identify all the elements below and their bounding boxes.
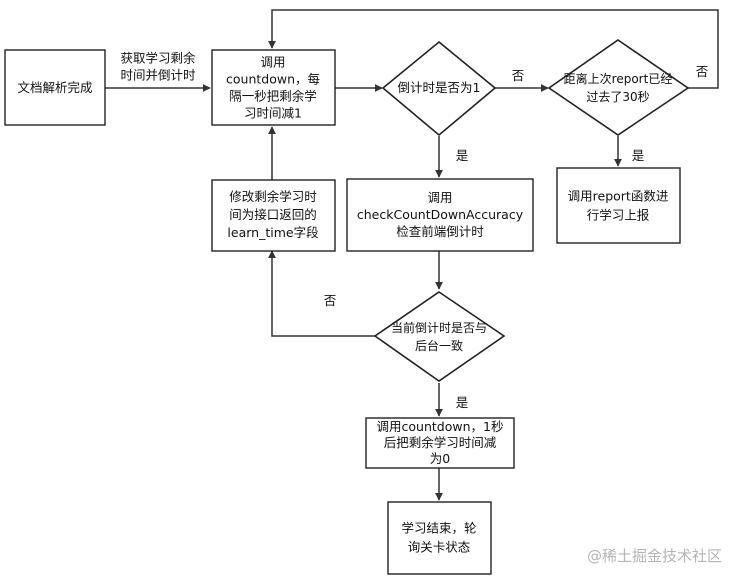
node-check-accuracy-text: 调用 checkCountDownAccuracy 检查前端倒计时: [357, 190, 524, 239]
text-line: 调用: [427, 190, 452, 205]
node-call-report: [556, 167, 681, 244]
text-line: 倒计时是否为1: [398, 80, 481, 95]
node-call-countdown-text: 调用 countdown，每隔一秒把剩余学习时间减1: [226, 54, 320, 120]
text-line: 调用report函数进: [568, 188, 669, 203]
edge-label-report-no: 否: [696, 64, 709, 79]
node-countdown-final: [365, 417, 515, 469]
text-line: 间为接口返回的: [229, 207, 317, 222]
node-call-countdown: [211, 49, 336, 126]
text-line: 调用: [260, 54, 285, 69]
text-line: 当前倒计时是否与: [391, 320, 487, 335]
text-line: 获取学习剩余: [120, 50, 196, 65]
text-line: countdown，每: [226, 71, 320, 86]
node-update-time-text: 修改剩余学习时间为接口返回的 learn_time字段: [227, 189, 318, 240]
edge-label-zero-yes: 是: [456, 148, 469, 163]
text-line: 后把剩余学习时间减: [384, 435, 497, 450]
node-call-report-text: 调用report函数进行学习上报: [568, 188, 669, 222]
text-line: 过去了30秒: [586, 90, 649, 104]
edge-label-fetch-time: 获取学习剩余时间并倒计时: [120, 50, 196, 82]
text-line: checkCountDownAccuracy: [357, 207, 524, 222]
text-line: 文档解析完成: [17, 80, 92, 95]
text-line: 行学习上报: [587, 207, 650, 222]
node-consistent-decision: [373, 291, 506, 382]
node-is-zero-text: 倒计时是否为1: [398, 80, 481, 95]
node-since-report-text: 距离上次report已经过去了30秒: [564, 71, 673, 104]
edge-label-consistent-no: 否: [324, 293, 337, 308]
node-doc-parsed-text: 文档解析完成: [17, 80, 92, 95]
node-update-time: [211, 179, 336, 252]
node-doc-parsed: [4, 49, 106, 126]
text-line: learn_time字段: [227, 225, 318, 240]
node-is-zero-decision: [381, 40, 497, 137]
text-line: 检查前端倒计时: [396, 224, 484, 239]
node-consistent-text: 当前倒计时是否与后台一致: [391, 320, 487, 353]
watermark: @稀土掘金技术社区: [587, 547, 722, 565]
node-countdown-final-text: 调用countdown，1秒后把剩余学习时间减为0: [377, 419, 504, 466]
text-line: 时间并倒计时: [120, 67, 196, 82]
edge-label-report-yes: 是: [632, 148, 645, 163]
text-line: 后台一致: [415, 338, 463, 353]
text-line: 为0: [430, 451, 451, 466]
edge-report-check-loop-back: [268, 9, 719, 89]
text-line: 习时间减1: [244, 105, 302, 120]
node-end: [387, 501, 492, 575]
text-line: 距离上次report已经: [564, 71, 673, 86]
text-line: 隔一秒把剩余学: [229, 88, 317, 103]
edge-label-consistent-yes: 是: [456, 395, 469, 410]
node-since-report-decision: [547, 39, 690, 136]
node-end-text: 学习结束，轮询关卡状态: [401, 520, 476, 554]
edge-label-zero-no: 否: [512, 68, 525, 83]
text-line: 修改剩余学习时: [229, 189, 317, 204]
text-line: 调用countdown，1秒: [377, 419, 504, 434]
edge-consistency-no-to-update: [268, 250, 375, 337]
text-line: 询关卡状态: [408, 539, 471, 554]
node-check-accuracy: [346, 178, 534, 252]
text-line: 学习结束，轮: [401, 520, 476, 535]
